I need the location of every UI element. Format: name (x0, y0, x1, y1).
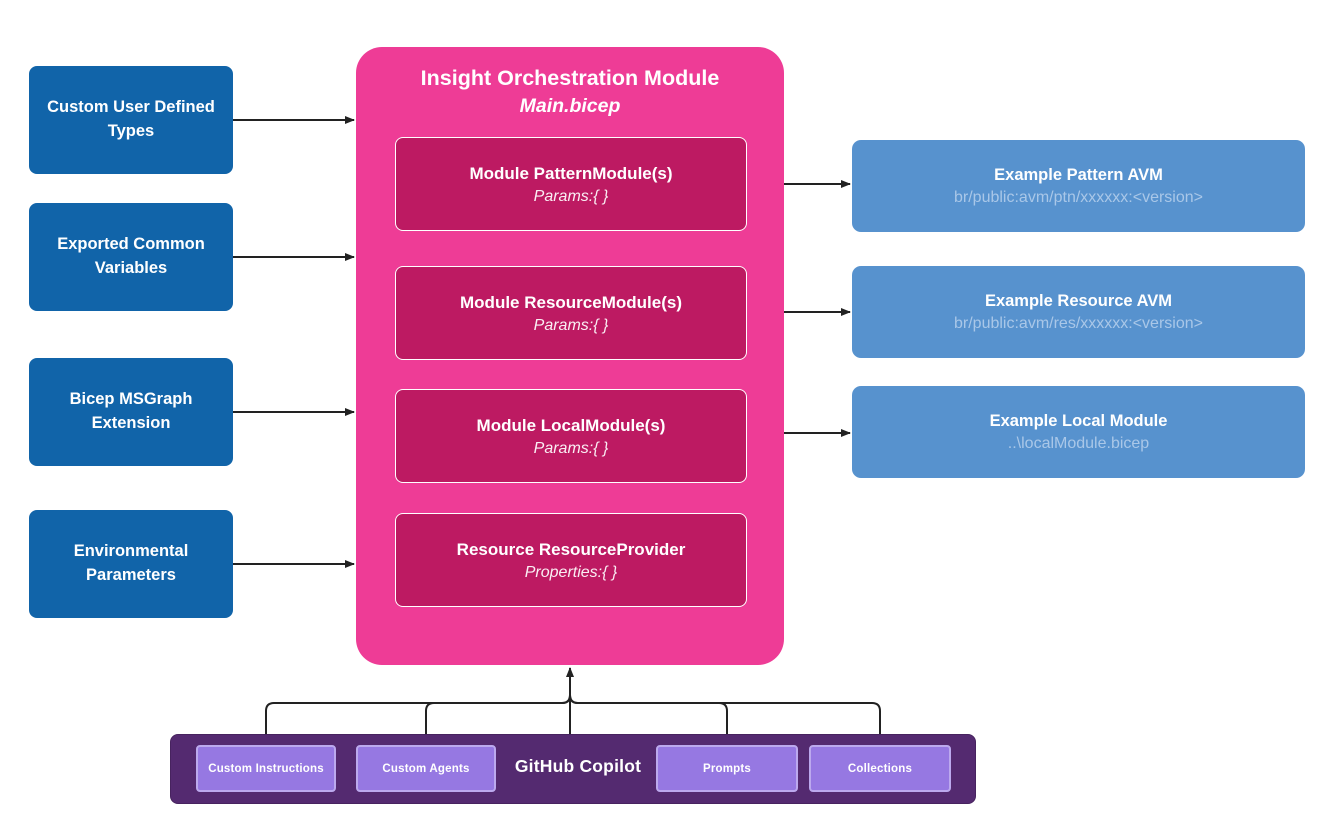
input-box-bicep-msgraph-extension: Bicep MSGraph Extension (29, 358, 233, 466)
output-title: Example Pattern AVM (994, 165, 1163, 184)
input-box-custom-user-defined-types: Custom User Defined Types (29, 66, 233, 174)
copilot-chip-label: Collections (847, 762, 913, 775)
module-box-resource-provider: Resource ResourceProvider Properties:{ } (395, 513, 747, 607)
input-box-exported-common-variables: Exported Common Variables (29, 203, 233, 311)
output-title: Example Local Module (989, 411, 1168, 430)
input-box-environmental-parameters: Environmental Parameters (29, 510, 233, 618)
copilot-chip-collections: Collections (809, 745, 951, 792)
output-box-local-module: Example Local Module ..\localModule.bice… (852, 386, 1305, 478)
module-params: Params:{ } (533, 187, 609, 205)
output-box-pattern-avm: Example Pattern AVM br/public:avm/ptn/xx… (852, 140, 1305, 232)
module-box-pattern: Module PatternModule(s) Params:{ } (395, 137, 747, 231)
input-box-label: Exported Common Variables (57, 235, 205, 277)
output-title: Example Resource AVM (984, 291, 1173, 310)
output-box-resource-avm: Example Resource AVM br/public:avm/res/x… (852, 266, 1305, 358)
module-box-local: Module LocalModule(s) Params:{ } (395, 389, 747, 483)
copilot-chip-label: Custom Instructions (208, 762, 324, 775)
module-params: Properties:{ } (524, 563, 618, 581)
module-title: Resource ResourceProvider (456, 540, 686, 560)
output-reference: br/public:avm/res/xxxxxx:<version> (954, 314, 1203, 332)
orchestrator-subtitle: Main.bicep (519, 95, 621, 117)
copilot-chip-custom-agents: Custom Agents (356, 745, 496, 792)
module-params: Params:{ } (533, 316, 609, 334)
input-box-label: Environmental Parameters (73, 542, 189, 584)
copilot-chip-label: Prompts (702, 762, 752, 775)
copilot-title: GitHub Copilot (514, 756, 642, 776)
module-title: Module LocalModule(s) (476, 416, 666, 436)
orchestrator-title: Insight Orchestration Module (420, 66, 720, 90)
output-reference: ..\localModule.bicep (1007, 434, 1150, 452)
copilot-chip-custom-instructions: Custom Instructions (196, 745, 336, 792)
module-title: Module PatternModule(s) (469, 164, 673, 184)
copilot-chip-prompts: Prompts (656, 745, 798, 792)
input-box-label: Bicep MSGraph Extension (69, 390, 193, 432)
module-title: Module ResourceModule(s) (460, 293, 682, 313)
input-box-label: Custom User Defined Types (47, 98, 215, 140)
module-params: Params:{ } (533, 439, 609, 457)
module-box-resource: Module ResourceModule(s) Params:{ } (395, 266, 747, 360)
output-reference: br/public:avm/ptn/xxxxxx:<version> (954, 188, 1203, 206)
copilot-chip-label: Custom Agents (382, 762, 470, 775)
